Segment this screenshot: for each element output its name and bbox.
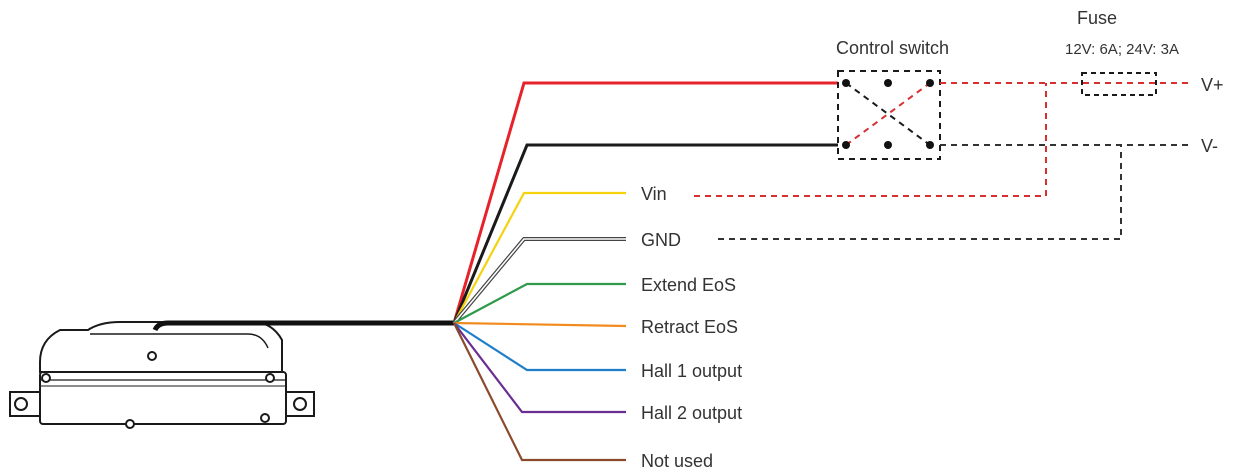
wire-purple bbox=[453, 322, 626, 414]
control-switch-box bbox=[837, 70, 941, 160]
wire-brown bbox=[453, 322, 626, 462]
screw-icon bbox=[147, 351, 157, 361]
wire-label-retract-eos: Retract EoS bbox=[641, 317, 738, 337]
screw-icon bbox=[125, 419, 135, 429]
fuse-box bbox=[1081, 72, 1157, 96]
screw-icon bbox=[265, 373, 275, 383]
gnd-link bbox=[718, 145, 1122, 240]
wire-label-hall2: Hall 2 output bbox=[641, 403, 742, 423]
wire-black bbox=[452, 143, 838, 324]
wire-green bbox=[453, 282, 626, 324]
fuse-rating: 12V: 6A; 24V: 3A bbox=[1065, 41, 1179, 58]
wire-orange bbox=[453, 321, 627, 328]
fuse bbox=[1081, 72, 1157, 96]
screw-icon bbox=[41, 373, 51, 383]
actuator-screws bbox=[14, 351, 307, 429]
supply-connections bbox=[694, 82, 1190, 240]
wire-label-gnd: GND bbox=[641, 230, 681, 250]
main-cable bbox=[152, 320, 454, 332]
wire-label-extend-eos: Extend EoS bbox=[641, 275, 736, 295]
control-switch-label: Control switch bbox=[836, 38, 949, 58]
wire-red bbox=[452, 81, 838, 324]
fuse-title: Fuse bbox=[1077, 8, 1117, 28]
mount-hole-left bbox=[14, 397, 28, 411]
screw-icon bbox=[260, 413, 270, 423]
wire-yellow bbox=[453, 191, 626, 324]
wire-gnd bbox=[452, 237, 626, 325]
wire-label-not-used: Not used bbox=[641, 451, 713, 471]
v-minus-label: V- bbox=[1201, 136, 1218, 156]
wire-blue bbox=[453, 322, 626, 372]
vin-link bbox=[694, 83, 1047, 197]
control-switch bbox=[837, 70, 941, 160]
wire-label-vin: Vin bbox=[641, 184, 667, 204]
fanout-wires bbox=[452, 81, 838, 462]
mount-hole-right bbox=[293, 397, 307, 411]
actuator-body bbox=[9, 321, 315, 425]
wire-label-hall1: Hall 1 output bbox=[641, 361, 742, 381]
v-plus-label: V+ bbox=[1201, 75, 1224, 95]
